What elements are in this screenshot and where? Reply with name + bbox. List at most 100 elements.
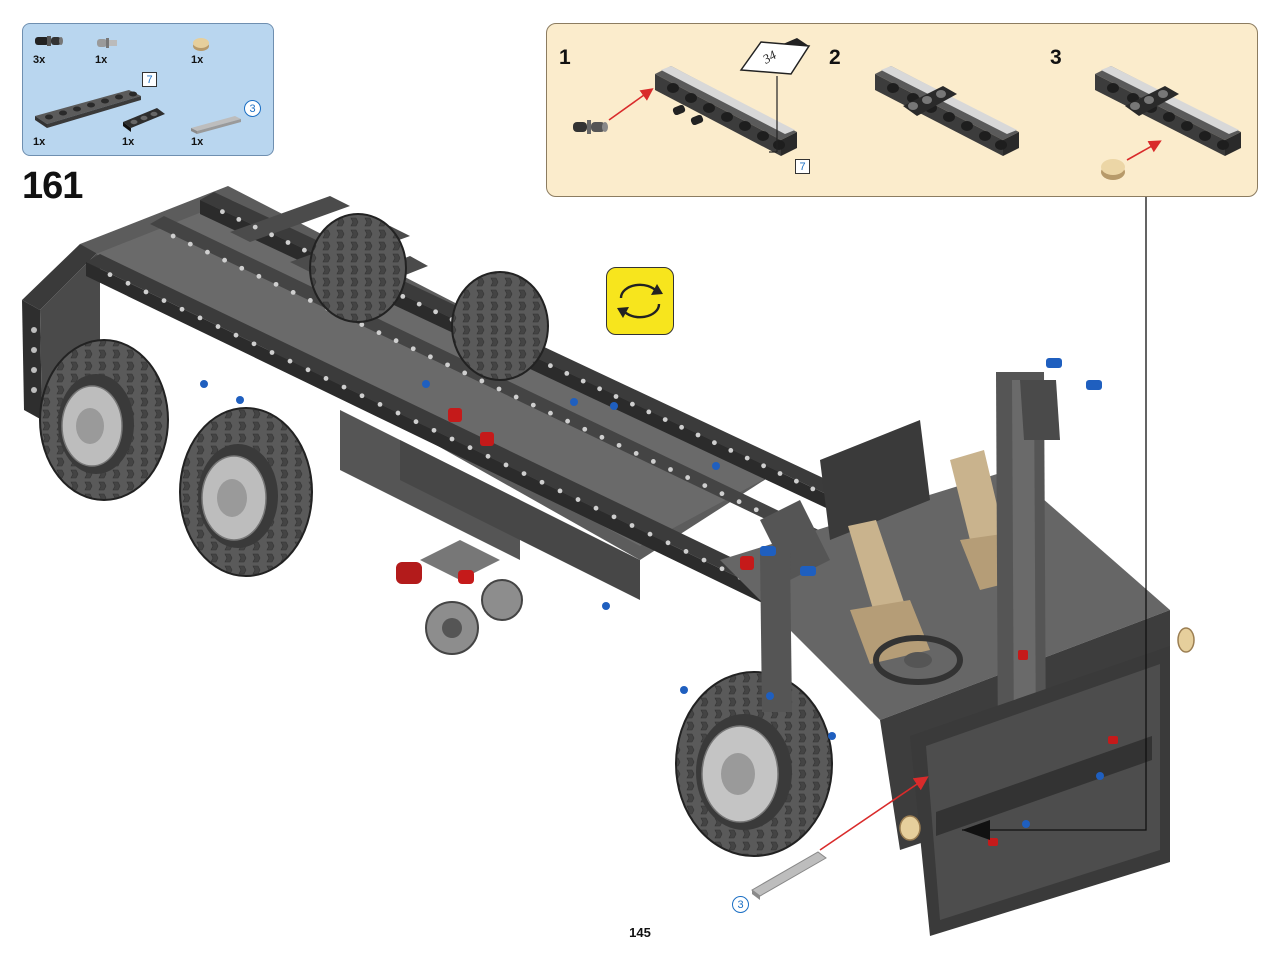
- bush-part-icon: [191, 36, 211, 52]
- beam-hole: [810, 486, 816, 492]
- drivetrain: [340, 408, 640, 655]
- front-wheel: [675, 671, 833, 857]
- beam-hole: [794, 478, 799, 484]
- beam-hole: [170, 233, 176, 239]
- subassembly-callout: 1 2 3: [546, 23, 1258, 197]
- blue-pins: [200, 358, 1104, 828]
- beam-hole: [485, 453, 491, 459]
- beam-hole: [564, 371, 570, 376]
- beam-hole: [565, 418, 570, 424]
- callout-beam: [875, 66, 1019, 156]
- beam-hole: [269, 232, 274, 238]
- beam-hole: [521, 471, 527, 476]
- beam-hole: [341, 384, 347, 390]
- beam-hole: [479, 378, 485, 384]
- beam-hole: [252, 224, 258, 230]
- axle-part-icon: [189, 112, 245, 136]
- beam-hole: [287, 358, 293, 364]
- beam-hole: [633, 451, 639, 456]
- beam-hole: [593, 505, 599, 511]
- beam-hole: [395, 410, 401, 416]
- parts-qty: 1x: [191, 136, 204, 148]
- beam-hole: [273, 281, 279, 287]
- beam-hole: [431, 427, 437, 433]
- beam-hole: [777, 471, 783, 476]
- beam-hole: [416, 301, 422, 307]
- beam-hole: [496, 386, 502, 392]
- beam-hole: [744, 455, 750, 461]
- beam-hole: [650, 459, 656, 464]
- beam-hole: [222, 257, 228, 263]
- beam-hole: [548, 410, 553, 416]
- beam-hole: [428, 354, 433, 360]
- length-marker: 7: [142, 72, 157, 87]
- beam-hole: [719, 491, 725, 497]
- beam-hole: [539, 479, 545, 485]
- parts-qty: 1x: [33, 136, 46, 148]
- beam-hole: [449, 436, 455, 442]
- beam-hole: [323, 376, 329, 381]
- beam-hole: [728, 448, 734, 453]
- beam-hole: [719, 566, 725, 572]
- rear-wheel-3: [309, 213, 407, 323]
- cab-frame: [720, 372, 1195, 936]
- beam-hole: [413, 419, 419, 425]
- beam-hole: [683, 549, 689, 554]
- page-number: 145: [629, 925, 651, 940]
- parts-list: 3x 1x 1x 7: [22, 23, 274, 156]
- short-beam-part-icon: [121, 104, 167, 134]
- beam-hole: [503, 462, 509, 468]
- beam-hole: [269, 350, 275, 355]
- rotate-model-icon: [606, 267, 674, 335]
- beam-hole: [179, 306, 185, 312]
- parts-qty: 1x: [122, 136, 135, 148]
- beam-hole: [613, 394, 619, 399]
- beam-hole: [580, 378, 586, 384]
- beam-hole: [629, 523, 635, 528]
- beam-hole: [685, 475, 691, 480]
- pin-part-icon: [33, 33, 63, 49]
- beam-hole: [530, 402, 536, 408]
- beam-hole: [753, 507, 759, 513]
- substep-number: 2: [829, 46, 841, 69]
- callout-pin: [573, 120, 608, 134]
- beam-hole: [161, 298, 167, 303]
- red-parts: [740, 556, 1118, 846]
- beam-hole: [701, 557, 707, 563]
- beam-hole: [187, 241, 193, 247]
- step-number: 161: [22, 165, 83, 207]
- beam-hole: [233, 332, 239, 338]
- beam-hole: [582, 426, 588, 432]
- beam-hole: [736, 499, 742, 505]
- parts-qty: 1x: [95, 54, 108, 66]
- beam-hole: [302, 247, 307, 253]
- callout-beam: [655, 66, 797, 156]
- beam-hole: [143, 289, 149, 295]
- callout-bush: [1101, 159, 1125, 180]
- beam-hole: [712, 440, 717, 446]
- beam-hole: [695, 432, 701, 438]
- beam-hole: [761, 463, 766, 469]
- length-marker: 7: [795, 159, 810, 174]
- beam-hole: [679, 424, 684, 430]
- rear-wheel-2: [179, 407, 313, 577]
- beam-hole: [433, 309, 438, 315]
- beam-hole: [445, 362, 450, 368]
- beam-hole: [702, 483, 708, 488]
- beam-hole: [256, 273, 262, 279]
- page-reference-flag: [739, 38, 811, 153]
- beam-hole: [107, 272, 113, 278]
- substep-number: 1: [559, 46, 571, 69]
- beam-hole: [410, 346, 416, 352]
- beam-hole: [599, 434, 605, 440]
- beam-hole: [197, 315, 203, 321]
- parts-qty: 1x: [191, 54, 204, 66]
- beam-hole: [662, 417, 668, 422]
- length-marker: 3: [732, 896, 749, 913]
- beam-hole: [290, 290, 296, 295]
- rear-wheel-4: [451, 271, 549, 381]
- beam-hole: [393, 338, 399, 344]
- beam-hole: [125, 280, 131, 286]
- beam-hole: [376, 330, 382, 336]
